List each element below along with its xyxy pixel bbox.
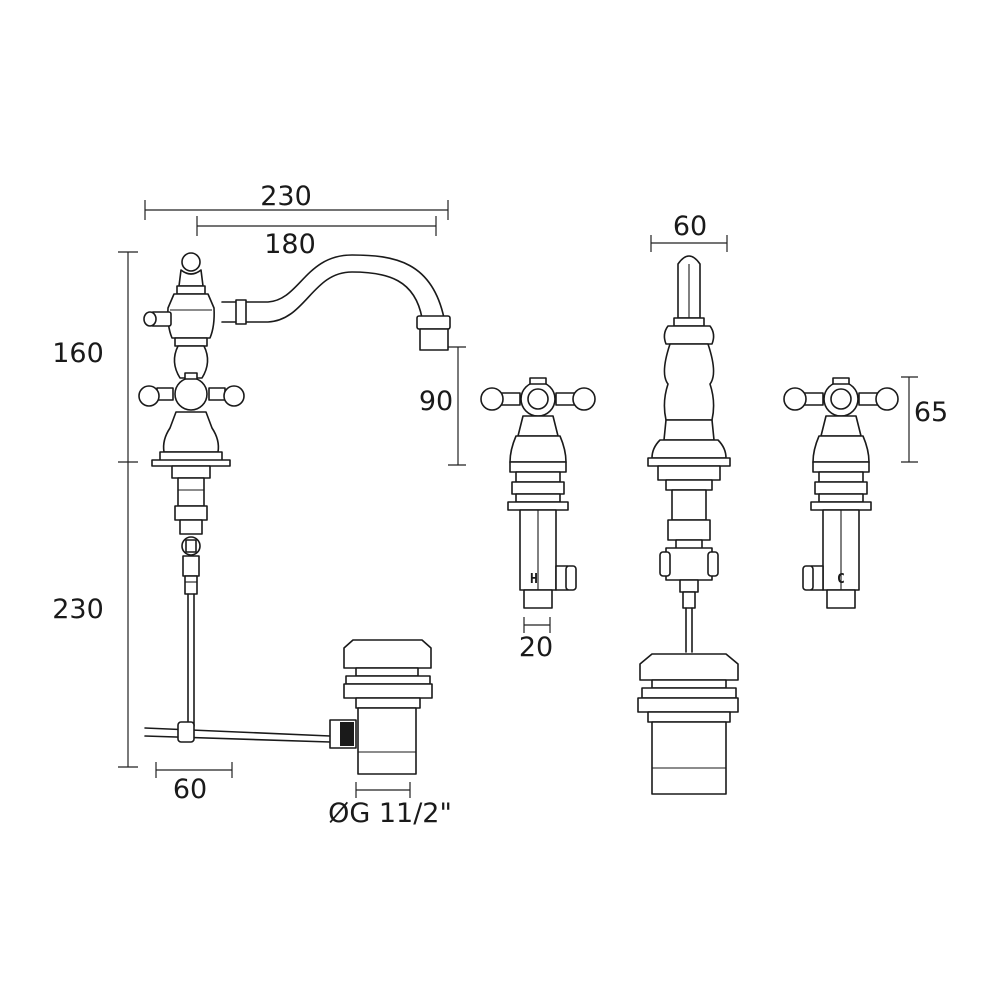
hot-indicator-label: H xyxy=(530,572,538,587)
dim-overall-projection: 230 xyxy=(260,181,312,212)
dim-spout-width: 60 xyxy=(673,211,707,242)
spout-front-view xyxy=(647,255,731,653)
dim-handle-height: 65 xyxy=(914,397,948,428)
side-view-basin-mixer xyxy=(138,252,451,775)
dimension-lines xyxy=(118,200,918,798)
side-view-waste xyxy=(329,639,433,775)
dim-pop-up-offset: 60 xyxy=(173,774,207,805)
dim-body-height: 160 xyxy=(52,338,104,369)
hot-valve-front-view: H xyxy=(480,377,596,609)
dim-waste-thread: ØG 11/2" xyxy=(328,798,452,829)
cold-valve-front-view: C xyxy=(783,377,899,609)
dim-spout-reach: 180 xyxy=(264,229,316,260)
dim-tail-length: 230 xyxy=(52,594,104,625)
dim-inlet-width: 20 xyxy=(519,632,553,663)
dim-spout-height: 90 xyxy=(419,386,453,417)
cold-indicator-label: C xyxy=(837,572,845,587)
waste-front-view xyxy=(637,653,739,795)
